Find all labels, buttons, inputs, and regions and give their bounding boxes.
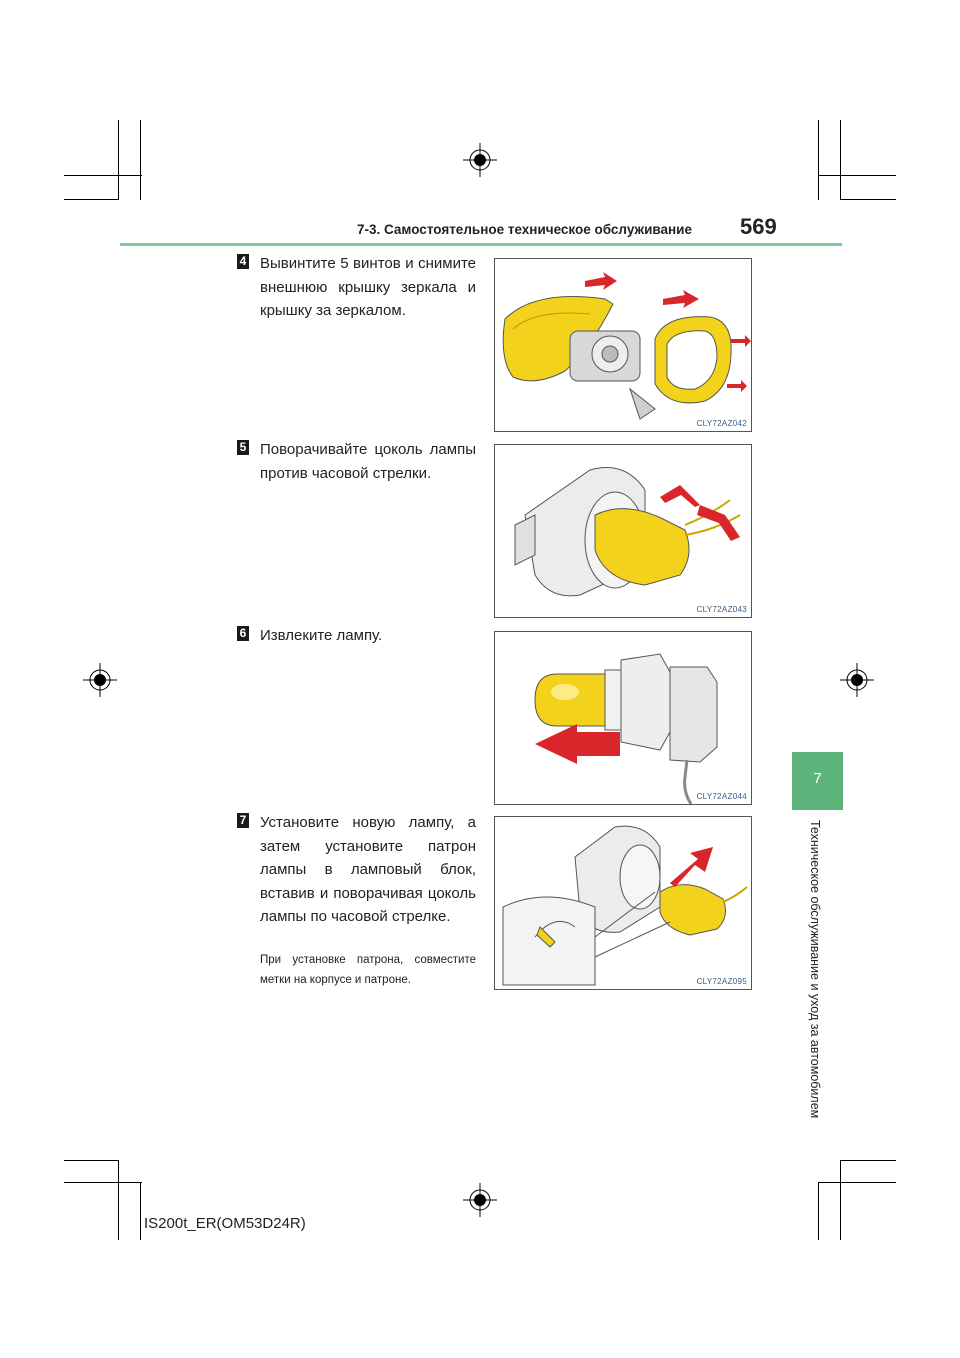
step-7-note: При установке патрона, совместите метки … — [260, 954, 476, 986]
section-title: 7-3. Самостоятельное техническое обслужи… — [357, 222, 692, 237]
step-6-text: Извлеките лампу. — [260, 627, 383, 644]
mirror-cover-illustration — [502, 272, 751, 420]
registration-mark-right — [840, 663, 874, 697]
step-number-4: 4 — [237, 254, 249, 269]
page-number: 569 — [740, 214, 777, 239]
remove-bulb-illustration — [534, 653, 718, 804]
header-rule — [120, 243, 842, 246]
step-4-text: Вывинтите 5 винтов и снимите внешнюю кры… — [260, 255, 476, 319]
chapter-number: 7 — [813, 770, 822, 787]
chapter-tab: 7 — [792, 752, 843, 810]
figure-code: CLY72AZ044 — [696, 792, 747, 801]
figure-code: CLY72AZ042 — [696, 419, 747, 428]
figure-rotate-socket: CLY72AZ043 — [494, 444, 752, 618]
figure-remove-bulb: CLY72AZ044 — [494, 631, 752, 805]
step-number-7: 7 — [237, 813, 249, 828]
step-5-text: Поворачивайте цоколь лампы против часово… — [260, 441, 476, 482]
step-number-5: 5 — [237, 440, 249, 455]
step-number-6: 6 — [237, 626, 249, 641]
document-code: IS200t_ER(OM53D24R) — [144, 1215, 306, 1232]
registration-mark-top — [463, 143, 497, 177]
figure-code: CLY72AZ043 — [696, 605, 747, 614]
registration-mark-bottom — [463, 1183, 497, 1217]
rotate-socket-illustration — [514, 467, 741, 597]
figure-mirror-cover: CLY72AZ042 — [494, 258, 752, 432]
step-7-text: Установите новую лампу, а затем установи… — [260, 814, 476, 925]
install-bulb-illustration — [502, 825, 748, 986]
chapter-title: Техническое обслуживание и уход за автом… — [808, 820, 822, 1119]
registration-mark-left — [83, 663, 117, 697]
figure-install-bulb: CLY72AZ095 — [494, 816, 752, 990]
figure-code: CLY72AZ095 — [696, 977, 747, 986]
